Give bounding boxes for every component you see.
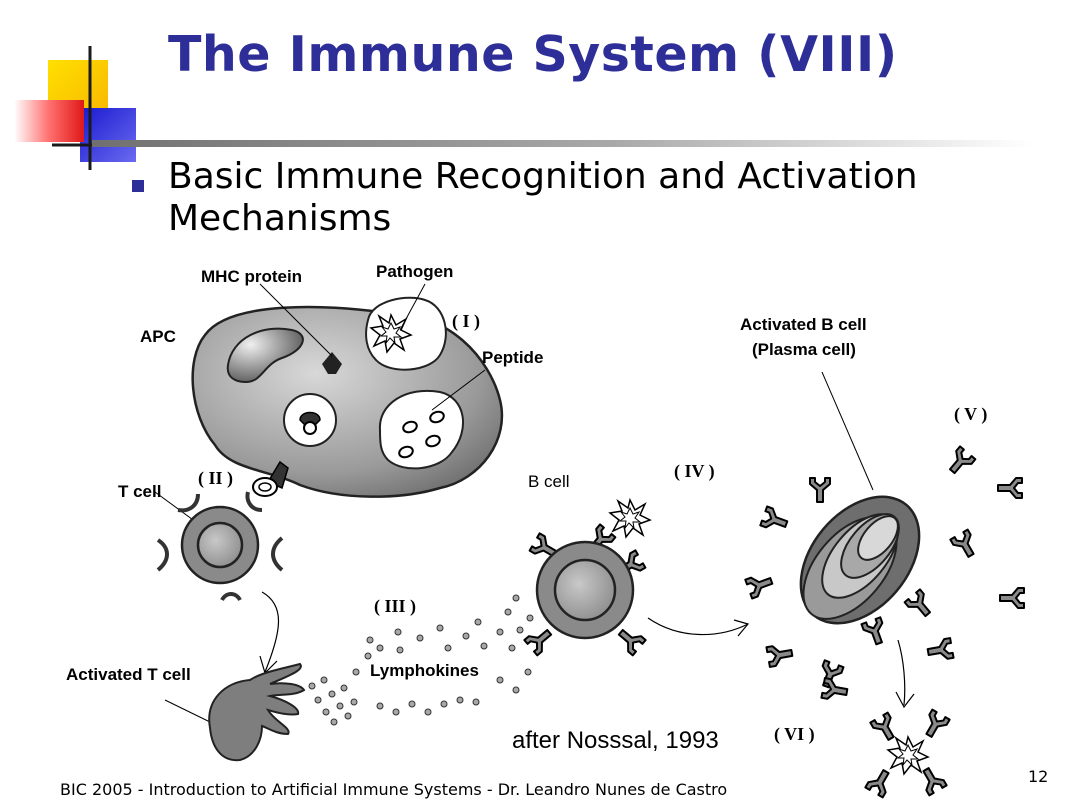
bullet-marker (132, 180, 144, 192)
b-cell-label-box (516, 466, 588, 494)
label-plasma-cell: (Plasma cell) (752, 340, 856, 359)
bullet-text: Basic Immune Recognition and Activation … (168, 156, 918, 239)
corner-logo (14, 46, 150, 170)
apc-cell (191, 296, 504, 498)
stage-i: ( I ) (452, 311, 480, 332)
stage-iv: ( IV ) (674, 461, 715, 482)
label-b-cell: B cell (528, 472, 570, 491)
label-lymphokines: Lymphokines (370, 661, 479, 680)
lymphokine-dots (308, 594, 534, 726)
activated-t-cell (208, 662, 306, 762)
stage-iii: ( III ) (374, 596, 416, 617)
arrow-to-neutralization (895, 639, 915, 709)
citation: after Nosssal, 1993 (512, 727, 719, 754)
stage-ii: ( II ) (198, 468, 233, 489)
stage-v: ( V ) (954, 404, 987, 425)
label-activated-t-cell: Activated T cell (66, 665, 191, 684)
b-cell (523, 499, 651, 657)
title-rule (92, 140, 1032, 147)
label-activated-b-cell: Activated B cell (740, 315, 867, 334)
label-t-cell: T cell (118, 482, 161, 501)
slide-footer: BIC 2005 - Introduction to Artificial Im… (60, 780, 728, 799)
plasma-cell (799, 495, 921, 625)
label-peptide: Peptide (482, 348, 543, 367)
t-cell (156, 491, 284, 602)
label-pathogen: Pathogen (376, 262, 453, 281)
slide-title: The Immune System (VIII) (168, 26, 898, 83)
neutralized-pathogen-complex (864, 708, 951, 799)
page-number: 12 (1028, 767, 1049, 786)
arrow-b-to-plasma (647, 617, 750, 637)
label-mhc-protein: MHC protein (201, 267, 302, 286)
arrow-t-to-activated (259, 591, 280, 675)
label-apc: APC (140, 327, 176, 346)
stage-vi: ( VI ) (774, 724, 815, 745)
